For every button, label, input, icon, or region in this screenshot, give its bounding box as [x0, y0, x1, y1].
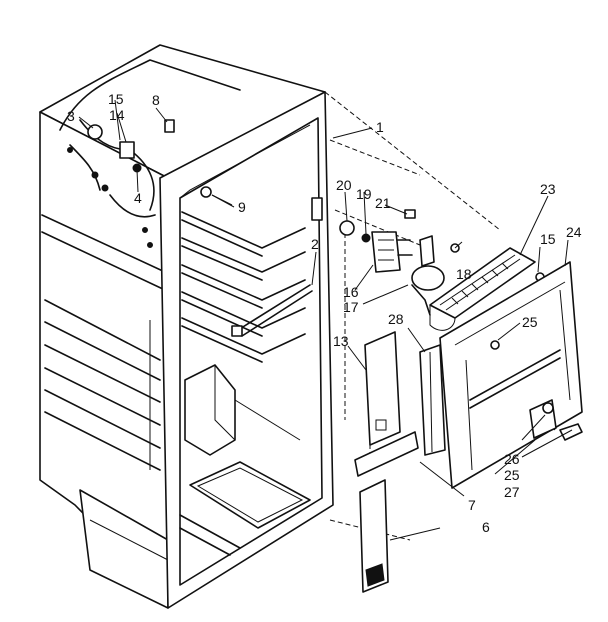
callout-leaders — [78, 99, 573, 541]
callout-18: 18 — [456, 266, 472, 282]
callout-7: 7 — [468, 497, 476, 513]
drain-tube — [237, 284, 311, 331]
callout-4: 4 — [134, 190, 142, 206]
control-housing-assembly — [354, 247, 583, 593]
bracket-18 — [419, 235, 435, 267]
callout-8: 8 — [152, 92, 160, 108]
screw-9 — [200, 186, 212, 198]
lamp-socket — [164, 119, 175, 133]
callout-9: 9 — [238, 199, 246, 215]
callout-14: 14 — [109, 107, 125, 123]
callout-26: 26 — [504, 451, 520, 467]
callout-16: 16 — [343, 284, 359, 300]
control-switch — [119, 141, 135, 159]
callout-1: 1 — [376, 119, 384, 135]
gasket-7 — [354, 431, 419, 477]
callout-17: 17 — [343, 299, 359, 315]
callout-20: 20 — [336, 177, 352, 193]
callout-15-right: 15 — [540, 231, 556, 247]
callout-21: 21 — [375, 195, 391, 211]
screw-21 — [404, 209, 416, 219]
thermostat-16 — [371, 231, 401, 273]
screw-25a — [490, 340, 500, 350]
washer-19 — [361, 233, 371, 243]
thermostat-knob — [87, 124, 103, 140]
callout-23: 23 — [540, 181, 556, 197]
hinge-bracket — [311, 197, 323, 221]
callout-15-left: 15 — [108, 91, 124, 107]
callout-labels: 1 2 3 4 6 7 8 9 13 14 15 15 16 17 18 19 … — [67, 91, 582, 535]
duct-28 — [419, 344, 446, 456]
refrigerator-cabinet — [39, 44, 334, 609]
callout-13: 13 — [333, 333, 349, 349]
control-components — [339, 209, 460, 316]
cover-13 — [364, 331, 401, 446]
liner-shelf-rails — [181, 211, 306, 363]
callout-6: 6 — [482, 519, 490, 535]
grille-vents — [451, 262, 509, 305]
callout-25-upper: 25 — [522, 314, 538, 330]
callout-25-lower: 25 — [504, 467, 520, 483]
lamp-bulb — [411, 265, 445, 291]
callout-19: 19 — [356, 186, 372, 202]
callout-27: 27 — [504, 484, 520, 500]
screw-25b — [542, 402, 554, 414]
clip-27 — [559, 423, 583, 441]
knob-20 — [339, 220, 355, 236]
side-rib — [41, 214, 166, 273]
callout-2: 2 — [311, 236, 319, 252]
callout-24: 24 — [566, 224, 582, 240]
callout-3: 3 — [67, 108, 75, 124]
grille-23 — [429, 247, 536, 319]
callout-28: 28 — [388, 311, 404, 327]
